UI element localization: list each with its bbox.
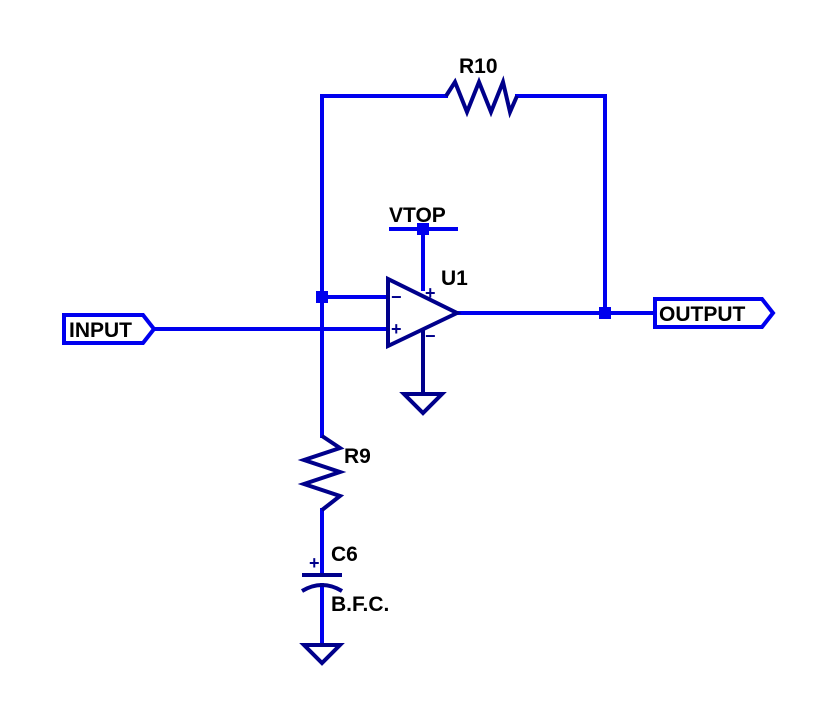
c6-label: C6	[331, 543, 358, 566]
opamp-ground-icon	[399, 392, 447, 416]
wires	[152, 94, 657, 647]
c6-value: B.F.C.	[331, 593, 389, 616]
r10-label: R10	[459, 55, 498, 78]
opamp-u1	[386, 275, 462, 394]
output-port	[653, 297, 776, 329]
resistor-r10	[444, 75, 519, 119]
resistor-r9	[297, 434, 347, 512]
vtop-label: VTOP	[389, 204, 446, 227]
input-port-label: INPUT	[69, 319, 132, 342]
junction-dot-icon	[417, 223, 429, 235]
u1-noninverting-pin-mark: +	[391, 319, 402, 339]
feedback-wire-right	[515, 94, 607, 315]
u1-vpos-pin-mark: +	[425, 283, 436, 303]
u1-inverting-pin-mark: −	[391, 287, 402, 307]
feedback-wire-left	[320, 94, 448, 299]
junction-dot-icon	[316, 291, 328, 303]
output-port-label: OUTPUT	[659, 303, 746, 326]
c6-ground-icon	[299, 643, 345, 666]
u1-vneg-pin-mark: −	[425, 326, 436, 346]
c6-curved-plate	[300, 583, 344, 593]
opamp-triangle	[386, 275, 462, 350]
r9-label: R9	[344, 445, 371, 468]
capacitor-c6	[300, 573, 344, 593]
c6-polarity-mark: +	[309, 553, 320, 573]
junction-dot-icon	[599, 307, 611, 319]
u1-label: U1	[441, 267, 468, 290]
input-port	[62, 313, 157, 345]
